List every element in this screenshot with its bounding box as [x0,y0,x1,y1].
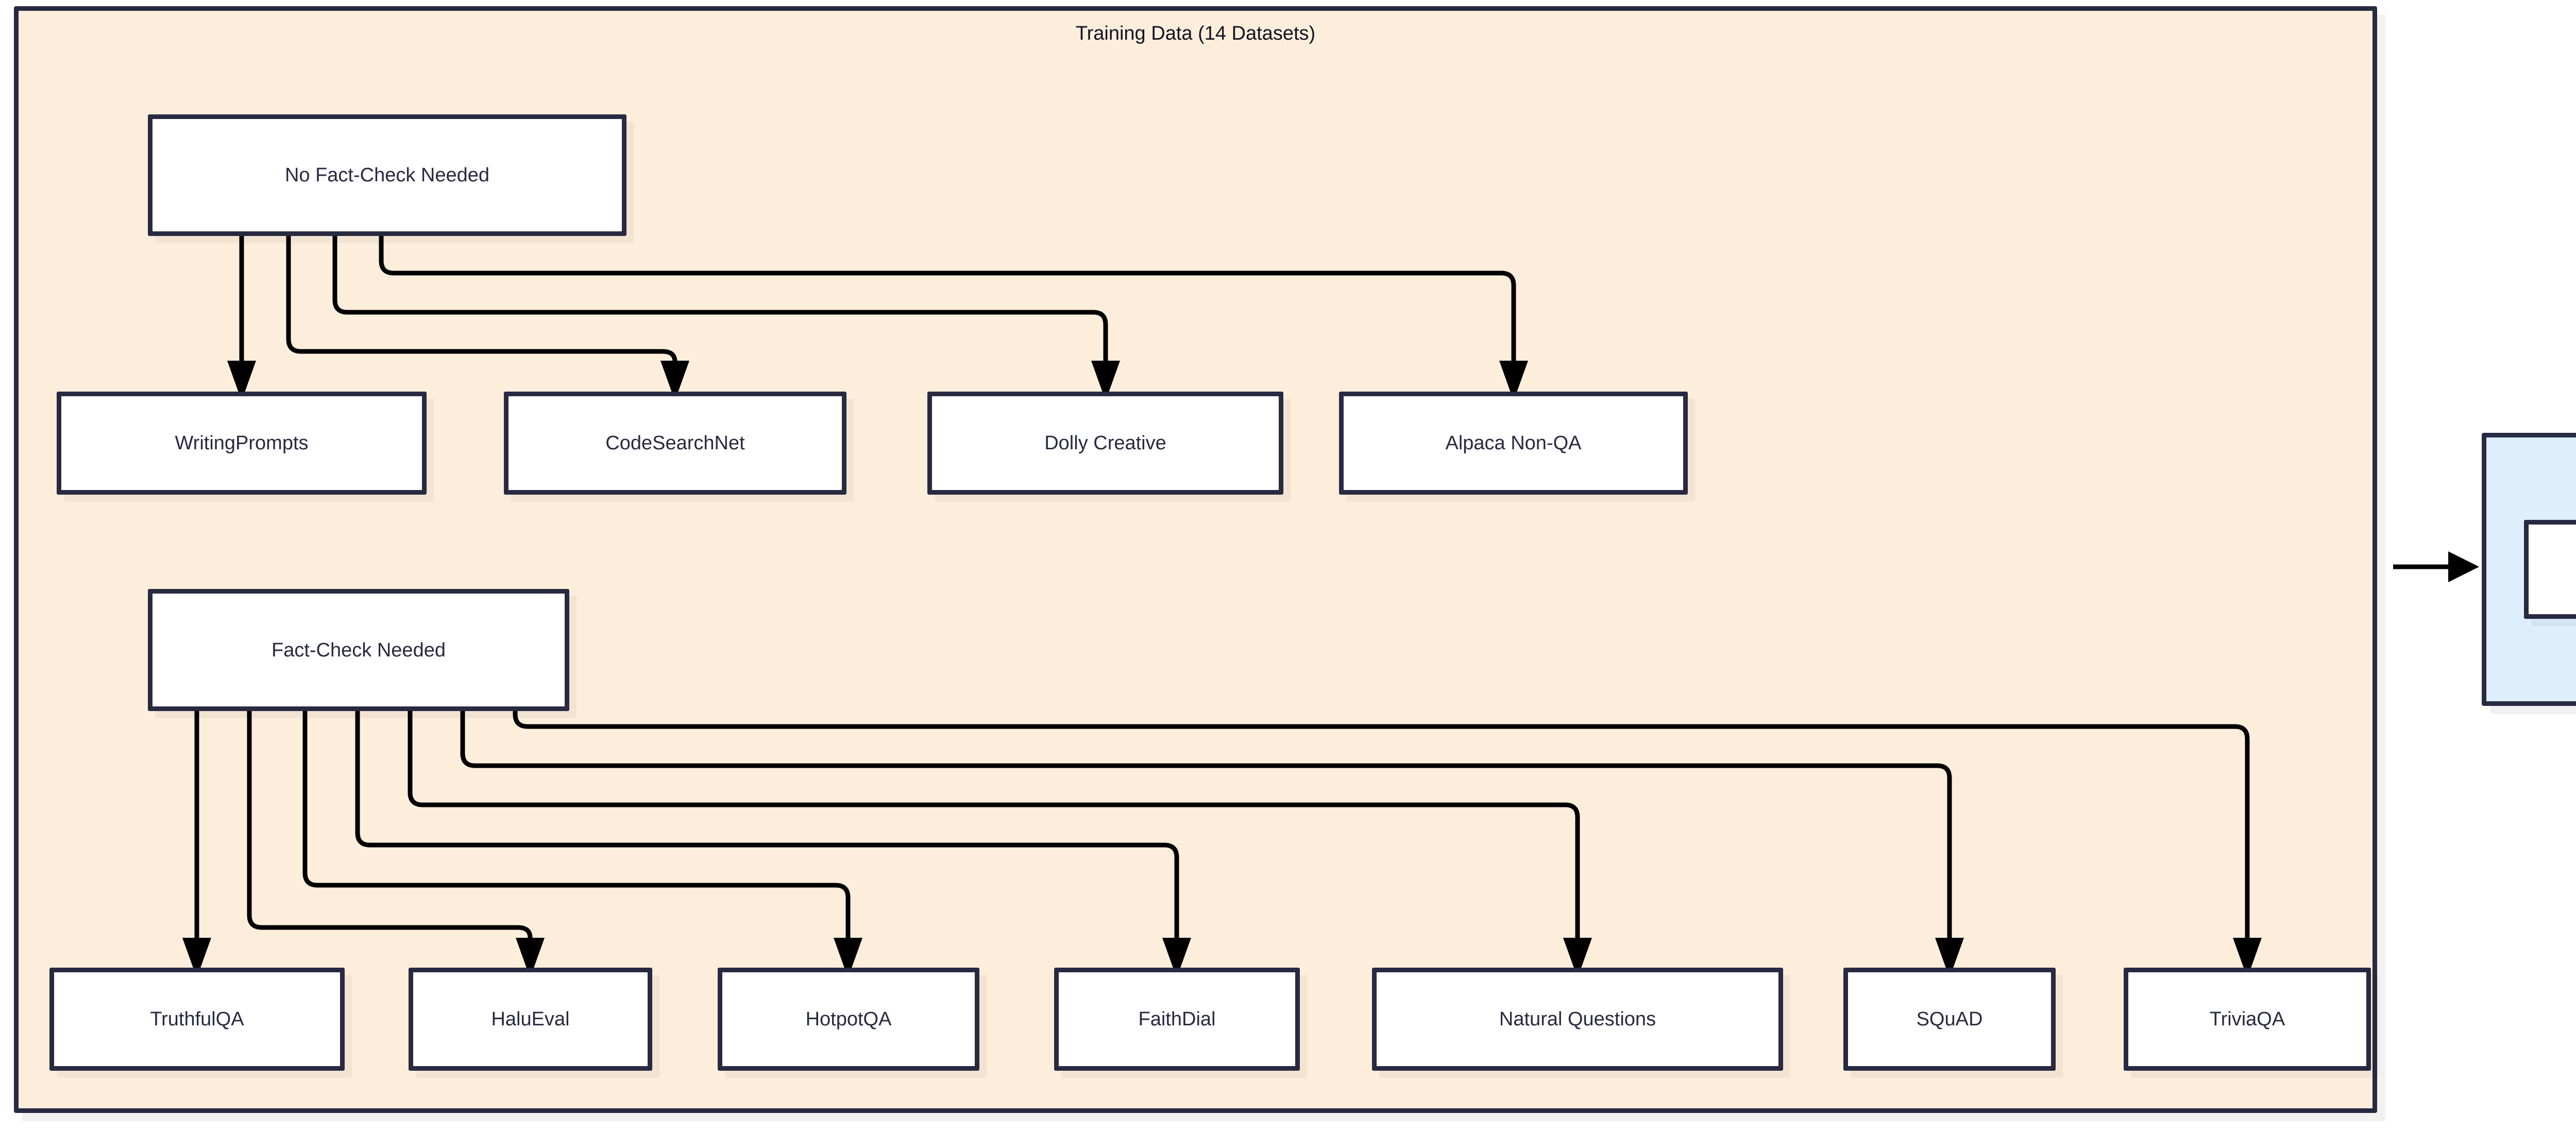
node-alpaca-non-qa[interactable]: Alpaca Non-QA [1339,392,1688,495]
node-label: No Fact-Check Needed [284,164,490,186]
node-natural-questions[interactable]: Natural Questions [1372,968,1783,1071]
node-label: HotpotQA [805,1008,892,1030]
node-label: Alpaca Non-QA [1445,432,1582,454]
training-data-subgraph-title: Training Data (14 Datasets) [1075,23,1316,44]
node-faithdial[interactable]: FaithDial [1054,968,1300,1071]
node-label: HaluEval [491,1008,570,1030]
node-modernbert-base[interactable]: ModernBERT Base [2524,520,2576,619]
node-label: Dolly Creative [1044,432,1166,454]
node-label: CodeSearchNet [605,432,745,454]
node-label: SQuAD [1916,1008,1983,1030]
node-label: FaithDial [1138,1008,1216,1030]
node-label: Fact-Check Needed [272,639,446,661]
node-squad[interactable]: SQuAD [1843,968,2056,1071]
node-triviaqa[interactable]: TriviaQA [2124,968,2371,1071]
node-label: Natural Questions [1499,1008,1656,1030]
halugate-sentinel-subgraph-title: HaluGate Sentinel [2486,452,2576,471]
node-fact-check-needed[interactable]: Fact-Check Needed [148,589,569,711]
node-truthfulqa[interactable]: TruthfulQA [49,968,345,1071]
edge-trainingdata-to-sentinel [2393,551,2479,582]
node-dolly-creative[interactable]: Dolly Creative [927,392,1283,495]
node-label: TruthfulQA [150,1008,244,1030]
node-label: WritingPrompts [175,432,309,454]
node-hotpotqa[interactable]: HotpotQA [718,968,979,1071]
node-no-fact-check-needed[interactable]: No Fact-Check Needed [148,114,626,236]
node-halueval[interactable]: HaluEval [409,968,652,1071]
node-codesearchnet[interactable]: CodeSearchNet [504,392,846,495]
node-writingprompts[interactable]: WritingPrompts [57,392,427,495]
node-label: TriviaQA [2209,1008,2285,1030]
